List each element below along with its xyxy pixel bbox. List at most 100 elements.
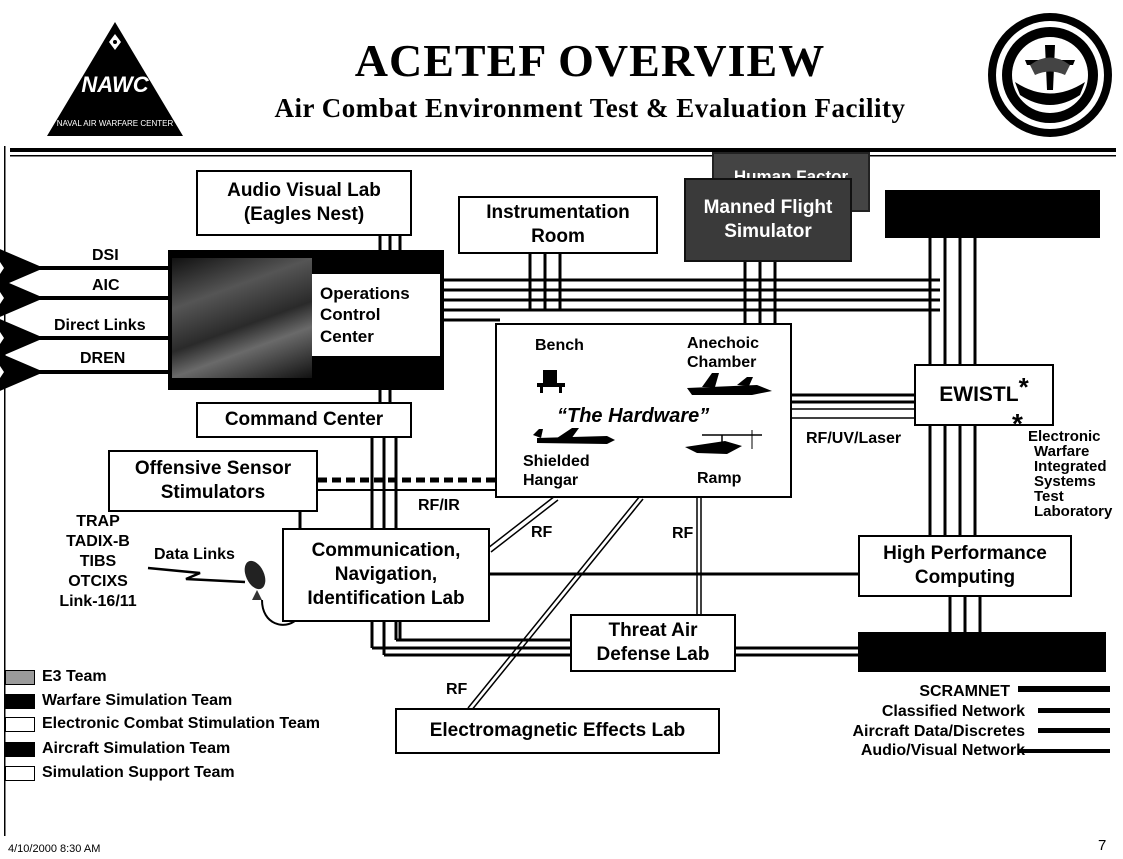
ramp-label: Ramp (697, 470, 742, 487)
network-line-aircraft (1038, 728, 1110, 733)
ewistl-label: EWISTL (939, 382, 1019, 406)
legend-swatch (5, 716, 35, 732)
legend-item-e3: E3 Team (5, 668, 107, 686)
ramp-helicopter-icon (685, 430, 762, 454)
anechoic-label-1: Anechoic (687, 335, 760, 352)
nawc-triangle-icon (47, 22, 183, 136)
legend-swatch (5, 741, 35, 757)
warfare-simulation-box (885, 190, 1100, 238)
network-scramnet: SCRAMNET (919, 683, 1010, 700)
bench-label: Bench (535, 337, 584, 354)
legend-item-ec-stim: Electronic Combat Stimulation Team (5, 715, 320, 733)
rf-bottom-label: RF (446, 681, 468, 698)
network-line-audio (1018, 749, 1110, 753)
ewistl-note-line5: Test (1034, 488, 1064, 505)
legend-swatch (5, 765, 35, 781)
rf-left-label: RF (531, 524, 553, 541)
bench-icon (537, 370, 565, 393)
legend-swatch (5, 693, 35, 709)
command-center-label: Command Center (224, 409, 384, 431)
legend-label: Aircraft Simulation Team (42, 740, 231, 757)
trap-item: Link-16/11 (59, 593, 137, 610)
instrumentation-room-line1: Instrumentation (486, 202, 630, 224)
rf-uv-laser-label: RF/UV/Laser (806, 430, 902, 447)
ewistl-note-line1: Electronic (1028, 428, 1101, 445)
navy-seal-icon (988, 13, 1112, 137)
hardware-icons (533, 370, 772, 454)
operations-control-center-box: Operations Control Center (312, 274, 440, 356)
network-line-scramnet (1018, 686, 1110, 692)
command-center-box: Command Center (196, 402, 412, 438)
manned-flight-line1: Manned Flight (703, 197, 833, 219)
trap-item: TADIX-B (66, 533, 130, 550)
ewistl-note-line3: Integrated (1034, 458, 1107, 475)
trap-list: TRAP TADIX-B TIBS OTCIXS Link-16/11 (48, 512, 148, 612)
anechoic-jet-icon (687, 373, 772, 395)
navy-seal-logo (985, 10, 1115, 140)
legend-label: Electronic Combat Stimulation Team (42, 715, 320, 732)
page-subtitle: Air Combat Environment Test & Evaluation… (274, 93, 906, 123)
eel-label: Electromagnetic Effects Lab (429, 720, 686, 742)
footer-date: 4/10/2000 8:30 AM (8, 843, 101, 855)
manned-flight-simulator-box: Manned Flight Simulator (684, 178, 852, 262)
rf-ir-label: RF/IR (418, 497, 460, 514)
occ-line1: Operations (320, 284, 410, 304)
rf-mid-label: RF (672, 525, 694, 542)
threat-air-defense-lab-box: Threat Air Defense Lab (570, 614, 736, 672)
ewistl-star: * (1018, 371, 1029, 402)
ewistl-note-line2: Warfare (1034, 443, 1090, 460)
instrumentation-room-box: Instrumentation Room (458, 196, 658, 254)
audio-visual-lab-line2: (Eagles Nest) (243, 204, 365, 225)
nawc-logo-text: NAWC (81, 72, 149, 97)
nawc-logo-caption: NAVAL AIR WARFARE CENTER (56, 119, 174, 128)
aircraft-simulation-box (858, 632, 1106, 672)
cni-lab-box: Communication, Navigation, Identificatio… (282, 528, 490, 622)
audio-visual-lab-box: Audio Visual Lab (Eagles Nest) (196, 170, 412, 236)
occ-line3: Center (320, 326, 374, 346)
hpc-line2: Computing (914, 567, 1016, 588)
ewistl-note: * Electronic Warfare Integrated Systems … (1012, 408, 1113, 520)
cni-line3: Identification Lab (307, 587, 465, 609)
footer-page-number: 7 (1098, 837, 1107, 854)
ewistl-note-line6: Laboratory (1034, 503, 1113, 520)
tadl-line1: Threat Air (608, 620, 698, 642)
trap-item: TIBS (79, 553, 117, 570)
direct-links-label: Direct Links (54, 317, 146, 334)
electromagnetic-effects-lab-box: Electromagnetic Effects Lab (395, 708, 720, 754)
page-title: ACETEF OVERVIEW (354, 35, 826, 86)
shielded-plane-icon (533, 428, 615, 444)
trap-item: OTCIXS (68, 573, 128, 590)
offensive-sensor-stimulators-box: Offensive Sensor Stimulators (108, 450, 318, 512)
high-performance-computing-box: High Performance Computing (858, 535, 1072, 597)
legend-item-warfare: Warfare Simulation Team (5, 692, 232, 710)
hpc-line1: High Performance (883, 543, 1047, 565)
legend-swatch (5, 669, 35, 685)
legend-label: E3 Team (42, 668, 107, 685)
shielded-label-1: Shielded (523, 453, 590, 470)
oss-line2: Stimulators (160, 482, 266, 503)
data-links-label: Data Links (154, 546, 235, 563)
legend-item-sim-support: Simulation Support Team (5, 764, 235, 782)
ewistl-note-star: * (1012, 408, 1023, 439)
instrumentation-room-line2: Room (531, 226, 585, 247)
legend-label: Warfare Simulation Team (42, 692, 233, 709)
dsi-label: DSI (92, 247, 119, 264)
cni-line1: Communication, (311, 540, 461, 562)
cni-line2: Navigation, (334, 564, 438, 586)
shielded-label-2: Hangar (523, 472, 579, 489)
network-aircraft-data: Aircraft Data/Discretes (852, 723, 1025, 740)
tadl-line2: Defense Lab (596, 644, 710, 665)
manned-flight-line2: Simulator (724, 221, 812, 242)
audio-visual-lab-line1: Audio Visual Lab (227, 180, 381, 202)
hardware-box: Bench Anechoic Chamber “The Hardware” Sh… (495, 323, 792, 498)
nawc-logo: NAWC NAVAL AIR WARFARE CENTER (45, 20, 185, 138)
hardware-title: “The Hardware” (557, 405, 710, 427)
occ-line2: Control (320, 305, 381, 325)
network-line-classified (1038, 708, 1110, 713)
aic-label: AIC (92, 277, 120, 294)
legend-label: Simulation Support Team (42, 764, 235, 781)
legend-item-aircraft: Aircraft Simulation Team (5, 740, 230, 758)
trap-item: TRAP (76, 513, 120, 530)
network-audio-visual: Audio/Visual Network (860, 742, 1025, 759)
